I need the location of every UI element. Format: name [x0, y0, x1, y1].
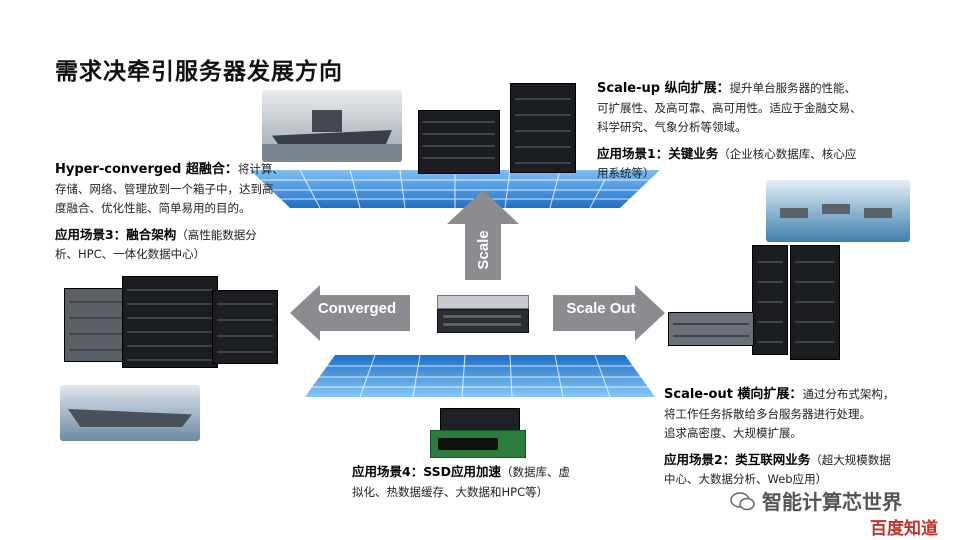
- brand-logo: 百度知道: [866, 513, 942, 540]
- converged-arrow: [290, 285, 410, 341]
- scene3-heading: 应用场景3：融合架构: [55, 226, 177, 242]
- center-server-image: [437, 295, 529, 333]
- scale-out-rack-2: [790, 245, 840, 360]
- hyper-heading: Hyper-converged 超融合：: [55, 162, 238, 177]
- tall-server-image: [510, 83, 576, 173]
- converged-label: Converged: [317, 300, 397, 317]
- scale-out-label: Scale Out: [566, 300, 636, 317]
- ships-convoy-image: [766, 180, 910, 242]
- scale-out-rack-1: [752, 245, 788, 355]
- scene4-heading: 应用场景4：SSD应用加速: [352, 464, 502, 479]
- scale-up-arrow: [447, 190, 519, 280]
- scene1-heading: 应用场景1：关键业务: [597, 145, 719, 161]
- hyper-converged-text: Hyper-converged 超融合：将计算、 存储、网络、管理放到一个箱子中…: [55, 162, 284, 261]
- blade-server-image: [418, 110, 500, 174]
- ssd-text: 应用场景4：SSD应用加速（数据库、虚 拟化、热数据缓存、大数据和HPC等）: [352, 464, 571, 499]
- top-grid: [250, 170, 660, 209]
- converged-server-image-3: [212, 290, 278, 364]
- scene2-heading: 应用场景2：类互联网业务: [664, 451, 811, 467]
- scale-out-arrow: [553, 285, 665, 341]
- scale-out-chassis: [668, 312, 754, 346]
- page-title: 需求决牵引服务器发展方向: [55, 59, 343, 85]
- watermark: 智能计算芯世界: [730, 486, 902, 515]
- scale-up-text: Scale-up 纵向扩展：提升单台服务器的性能、 可扩展性、及高可靠、高可用性…: [597, 81, 862, 180]
- converged-server-image-2: [122, 276, 218, 368]
- scale-out-heading: Scale-out 横向扩展：: [664, 387, 803, 402]
- wechat-icon: [730, 491, 755, 510]
- scale-up-heading: Scale-up 纵向扩展：: [597, 81, 730, 96]
- aircraft-carrier-image: [60, 385, 200, 441]
- scale-out-text: Scale-out 横向扩展：通过分布式架构， 将工作任务拆散给多台服务器进行处…: [664, 387, 895, 486]
- watermark-text: 智能计算芯世界: [762, 490, 902, 514]
- scale-up-label: Scale Up: [475, 230, 542, 270]
- battleship-image: [262, 90, 402, 162]
- bottom-grid: [305, 355, 655, 397]
- ssd-card-image: [430, 408, 530, 460]
- converged-server-image-1: [64, 288, 128, 362]
